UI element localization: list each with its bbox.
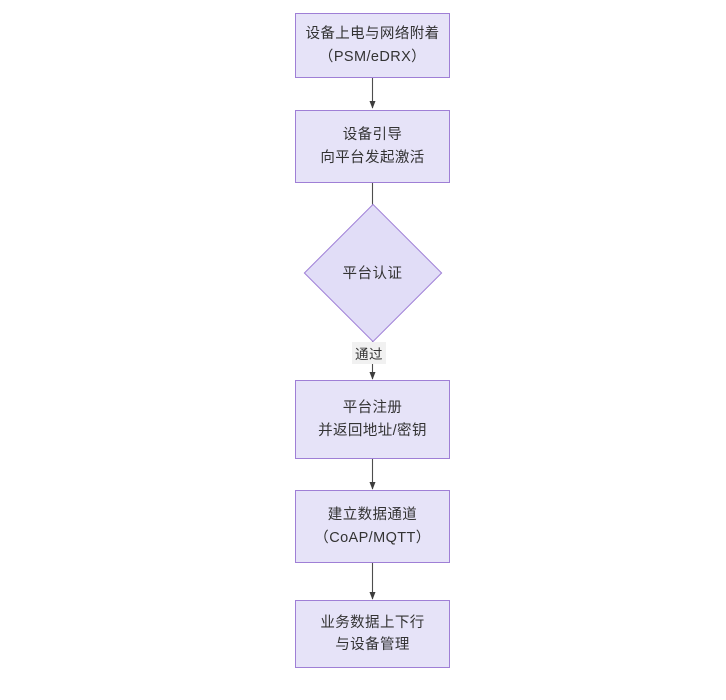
node-business-data[interactable]: 业务数据上下行 与设备管理: [295, 600, 450, 668]
node-data-channel-line-2: （CoAP/MQTT）: [314, 529, 431, 546]
node-power-on[interactable]: 设备上电与网络附着 （PSM/eDRX）: [295, 13, 450, 78]
node-bootstrap-line-2: 向平台发起激活: [320, 149, 425, 166]
node-power-on-line-2: （PSM/eDRX）: [318, 48, 427, 65]
node-business-data-line-1: 业务数据上下行: [320, 614, 425, 631]
node-platform-register[interactable]: 平台注册 并返回地址/密钥: [295, 380, 450, 459]
node-bootstrap-line-1: 设备引导: [342, 127, 403, 144]
node-business-data-line-2: 与设备管理: [335, 637, 410, 653]
node-bootstrap[interactable]: 设备引导 向平台发起激活: [295, 110, 450, 183]
node-platform-register-line-1: 平台注册: [342, 400, 403, 417]
node-platform-register-line-2: 并返回地址/密钥: [318, 422, 427, 439]
edge-label-pass-text: 通过: [355, 347, 383, 362]
edge-label-pass: 通过: [352, 342, 386, 364]
node-data-channel-line-1: 建立数据通道: [327, 507, 418, 524]
node-power-on-line-1: 设备上电与网络附着: [305, 26, 440, 43]
node-data-channel[interactable]: 建立数据通道 （CoAP/MQTT）: [295, 490, 450, 563]
